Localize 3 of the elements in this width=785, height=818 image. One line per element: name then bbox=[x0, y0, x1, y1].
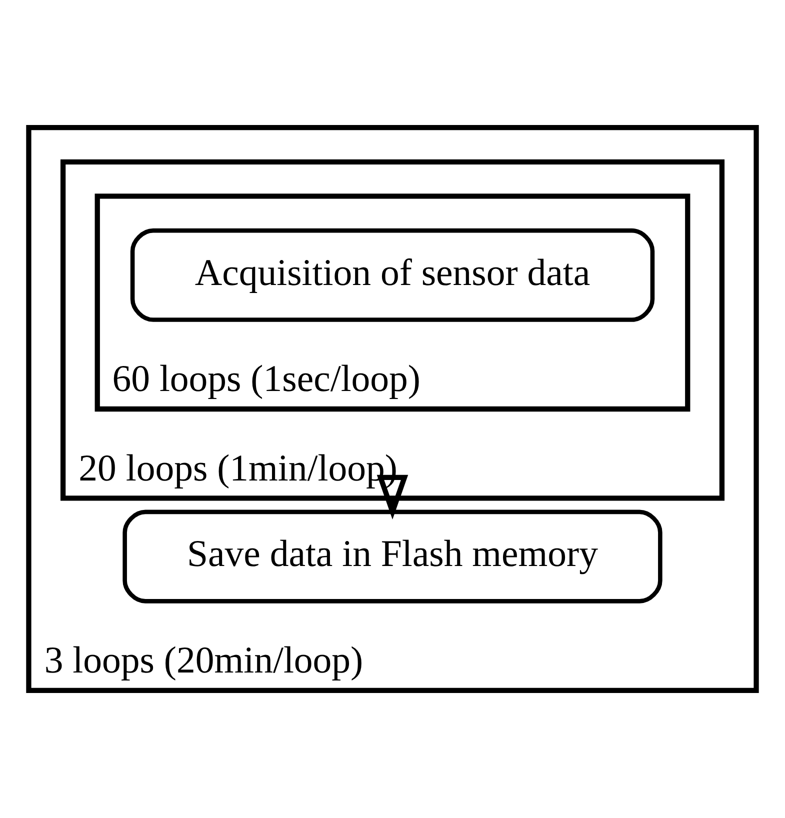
node-box: Save data in Flash memory bbox=[122, 510, 662, 604]
arrow bbox=[376, 474, 408, 520]
node-box: Acquisition of sensor data bbox=[130, 228, 655, 322]
